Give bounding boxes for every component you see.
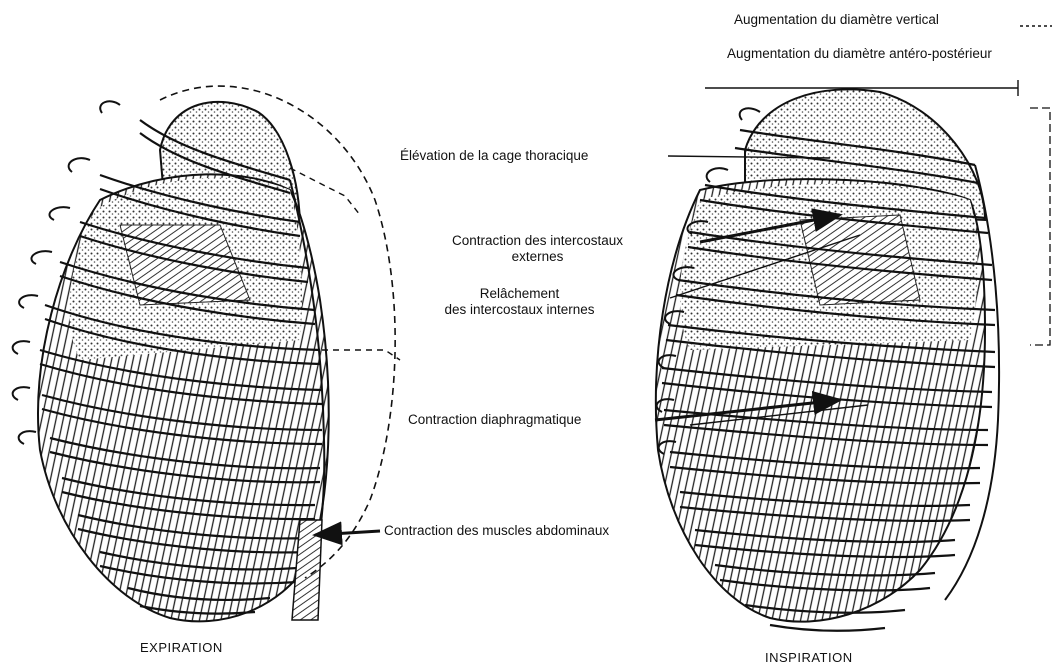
expiration-ribcage (13, 101, 329, 621)
inspiration-ribcage (656, 89, 999, 630)
label-contraction-line1: Contraction des intercostaux (405, 233, 670, 249)
label-contraction-line2: externes (405, 249, 670, 265)
label-contraction-diaphragmatique: Contraction diaphragmatique (408, 412, 581, 428)
label-relachement-line1: Relâchement (402, 286, 637, 302)
label-contraction-muscles-abdominaux: Contraction des muscles abdominaux (384, 523, 609, 539)
legend-antero-posterior-diameter: Augmentation du diamètre antéro-postérie… (727, 46, 992, 62)
label-relachement-line2: des intercostaux internes (402, 302, 637, 318)
caption-expiration: EXPIRATION (140, 640, 223, 655)
legend-vertical-diameter: Augmentation du diamètre vertical (734, 12, 939, 28)
label-contraction-intercostaux-externes: Contraction des intercostaux externes (405, 233, 670, 265)
label-elevation-cage-thoracique: Élévation de la cage thoracique (400, 148, 588, 164)
label-relachement-intercostaux-internes: Relâchement des intercostaux internes (402, 286, 637, 318)
caption-inspiration: INSPIRATION (765, 650, 853, 665)
